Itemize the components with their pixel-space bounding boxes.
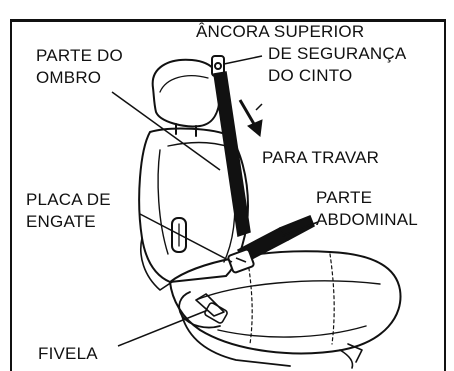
shoulder-belt [213, 71, 251, 237]
seat-cushion [169, 250, 402, 355]
leader-buckle [117, 309, 209, 347]
label-upper-anchor: ÂNCORA SUPERIOR [196, 22, 364, 42]
label-lock: PARA TRAVAR [262, 148, 379, 168]
lap-line-1: PARTE [316, 188, 373, 207]
frame-top-rule [10, 19, 446, 22]
anchor-line-1: ÂNCORA SUPERIOR [196, 22, 365, 41]
leader-anchor [223, 55, 263, 65]
label-upper-anchor-cont: DE SEGURANÇA DO CINTO [268, 44, 406, 86]
label-shoulder: PARTE DO OMBRO [36, 46, 123, 88]
label-latch-plate: PLACA DE ENGATE [26, 190, 111, 232]
lap-line-2: ABDOMINAL [316, 210, 418, 229]
shoulder-line-1: PARTE DO [36, 46, 123, 65]
frame-left-border [10, 19, 12, 371]
buckle-text: FIVELA [38, 344, 98, 363]
leader-lock [255, 103, 263, 111]
lock-arrow-icon [238, 99, 263, 137]
label-buckle: FIVELA [38, 344, 98, 364]
leader-latch [139, 213, 233, 263]
leader-shoulder [111, 91, 221, 171]
frame-right-border [444, 19, 446, 371]
shoulder-line-2: OMBRO [36, 68, 102, 87]
label-lap: PARTE ABDOMINAL [316, 188, 418, 230]
latch-line-1: PLACA DE [26, 190, 111, 209]
anchor-line-3: DO CINTO [268, 66, 353, 85]
latch-plate [227, 248, 255, 274]
headrest [151, 58, 222, 128]
lock-text: PARA TRAVAR [262, 148, 380, 167]
leader-lap [281, 221, 319, 237]
latch-line-2: ENGATE [26, 212, 96, 231]
anchor-line-2: DE SEGURANÇA [268, 44, 407, 63]
